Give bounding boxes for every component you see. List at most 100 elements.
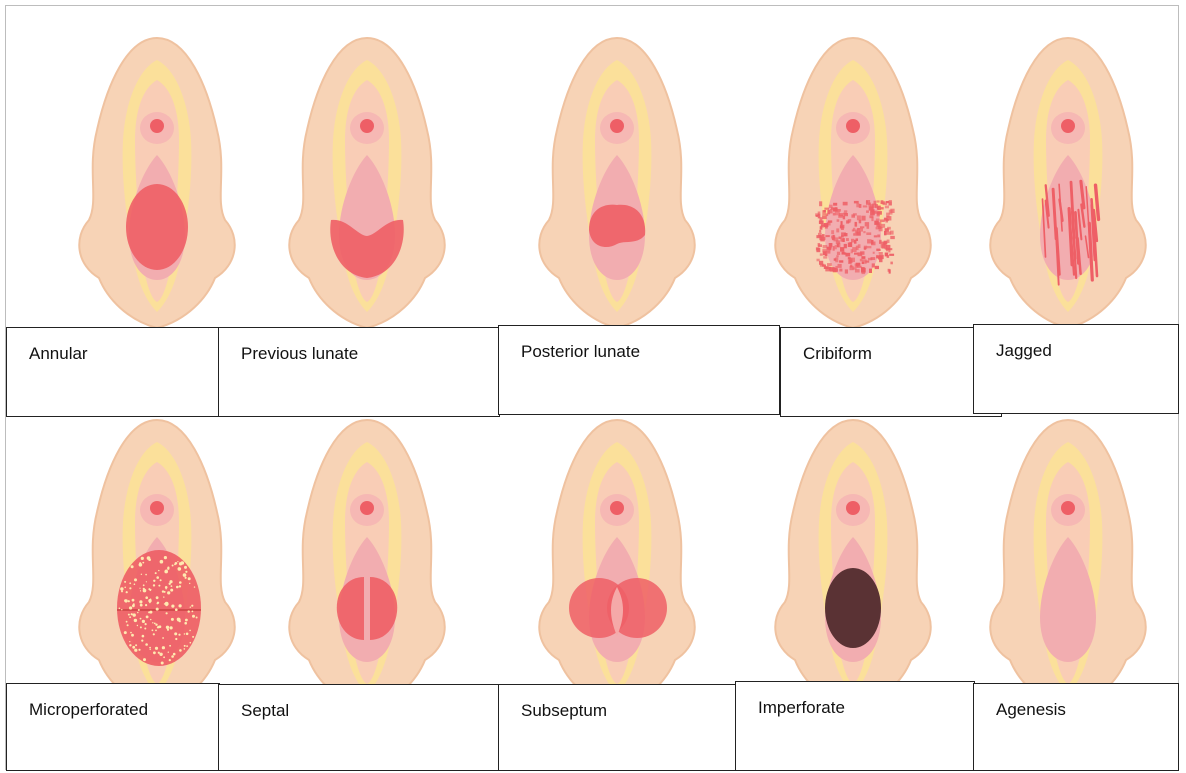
microperforation-dot [188,577,191,580]
microperforation-dot [145,574,147,576]
cribiform-dot [877,235,880,238]
illustration-septal [247,412,487,712]
microperforation-dot [132,646,135,649]
cribiform-dot [825,235,829,237]
cribiform-dot [822,215,827,219]
cribiform-dot [867,239,871,243]
microperforation-dot [143,658,146,661]
cribiform-dot [848,257,851,260]
cribiform-dot [869,269,872,273]
cribiform-dot [876,249,880,251]
cribiform-dot [837,219,840,222]
microperforation-dot [141,557,144,560]
cribiform-dot [848,221,851,223]
cribiform-dot [889,269,891,273]
label-box-septal: Septal [218,684,500,771]
microperforation-dot [144,628,146,630]
microperforation-dot [129,587,131,589]
cribiform-dot [823,256,827,258]
cribiform-dot [855,230,858,234]
cribiform-dot [853,233,856,236]
microperforation-dot [134,583,136,585]
vulva-illustration [497,412,737,712]
cribiform-dot [861,256,865,259]
cribiform-dot [824,223,829,227]
microperforation-dot [196,617,198,619]
cribiform-dot [816,247,820,250]
cribiform-dot [851,239,854,243]
microperforation-dot [131,565,134,568]
cribiform-dot [866,232,871,235]
microperforation-dot [168,652,169,653]
microperforation-dot [143,584,145,586]
cribiform-dot [858,244,861,248]
cribiform-dot [844,244,847,248]
cribiform-dot [818,212,821,216]
cribiform-dot [835,245,837,249]
microperforation-dot [129,616,131,618]
microperforation-dot [178,567,182,571]
label-box-imperforate: Imperforate [735,681,975,771]
illustration-imperforate [733,412,973,712]
microperforation-dot [176,586,179,589]
cribiform-dot [890,236,895,239]
cribiform-dot [879,240,882,243]
cribiform-dot [836,255,838,257]
illustration-annular [37,30,277,330]
cribiform-dot [889,254,894,256]
cribiform-dot [872,211,877,214]
microperforation-dot [132,604,135,607]
cribiform-dot [877,200,880,202]
microperforation-dot [169,645,171,647]
cribiform-dot [842,252,845,255]
vulva-illustration [247,30,487,330]
microperforation-dot [160,579,162,581]
cribiform-dot [840,247,844,251]
cribiform-dot [876,227,879,230]
cribiform-dot [845,269,848,273]
microperforation-dot [153,580,155,582]
microperforation-dot [139,600,142,603]
cribiform-dot [880,219,885,222]
vulva-illustration [37,412,277,712]
microperforation-dot [155,572,157,574]
microperforation-dot [171,655,174,658]
microperforation-dot [159,625,162,628]
cribiform-dot [884,231,887,235]
microperforation-dot [155,647,158,650]
microperforation-dot [142,635,145,638]
microperforation-dot [156,596,159,599]
microperforation-dot [185,577,187,579]
cribiform-dot [844,210,847,212]
label-microperforated: Microperforated [29,700,148,720]
cribiform-dot [850,258,855,263]
cribiform-dot [853,213,857,215]
label-previous-lunate: Previous lunate [241,344,358,364]
cribiform-dot [844,233,847,236]
microperforation-dot [141,574,142,575]
microperforation-dot [137,612,138,613]
cribiform-dot [886,245,891,250]
cribiform-dot [827,210,830,214]
cribiform-dot [851,249,853,253]
illustration-microperforated [37,412,277,712]
microperforation-dot [133,613,136,616]
microperforation-dot [169,583,171,585]
cribiform-dot [885,206,889,209]
microperforation-dot [134,619,137,622]
microperforation-dot [167,568,169,570]
cribiform-dot [879,252,883,255]
microperforation-dot [162,637,164,639]
cribiform-dot [818,244,822,247]
microperforation-dot [154,623,156,625]
microperforation-dot [178,634,180,636]
cribiform-dot [820,253,823,255]
microperforation-dot [172,565,174,567]
microperforation-dot [145,643,148,646]
microperforation-dot [177,561,178,562]
cribiform-dot [841,235,844,237]
label-imperforate: Imperforate [758,698,845,718]
microperforation-dot [163,656,165,658]
microperforation-dot [192,615,195,618]
cribiform-dot [863,231,865,233]
